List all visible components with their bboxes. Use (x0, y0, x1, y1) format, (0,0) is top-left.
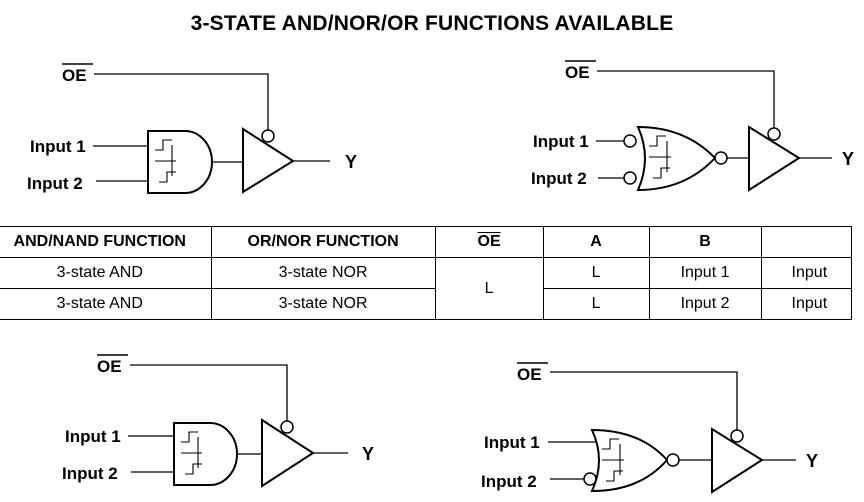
cell-oe: L (434, 257, 544, 320)
diagram-4-oe-bubble (730, 429, 744, 443)
header-extra (760, 226, 853, 258)
table-row: 3-state AND 3-state NOR L Input 2 Input (0, 288, 853, 320)
cell-extra: Input (760, 257, 853, 289)
diagram-3-oe-label: OE (97, 357, 122, 376)
diagram-3-and-gate (173, 422, 238, 486)
diagram-3-input2-label: Input 2 (62, 464, 118, 483)
cell-extra: Input (760, 288, 853, 320)
diagram-4-hysteresis-icon (602, 438, 624, 482)
header-and-nand: AND/NAND FUNCTION (0, 226, 212, 258)
diagram-4-oe-label: OE (517, 365, 542, 384)
header-or-nor: OR/NOR FUNCTION (210, 226, 436, 258)
diagram-3-buffer (261, 418, 315, 488)
diagram-2-nor-gate (636, 125, 717, 192)
diagram-2-input2-bubble (623, 171, 637, 185)
table-row: 3-state AND 3-state NOR L L Input 1 Inpu… (0, 257, 853, 320)
diagram-4-input2-label: Input 2 (481, 472, 537, 491)
diagram-1-oe-wire (94, 73, 269, 130)
diagram-2-nor-bubble (714, 151, 728, 165)
diagram-3-oe-wire (130, 364, 288, 421)
diagram-2-buffer (748, 125, 801, 192)
header-b: B (648, 226, 762, 258)
cell-b: Input 1 (648, 257, 762, 289)
diagram-1-oe-bubble (261, 129, 275, 143)
diagram-2-input1-bubble (623, 134, 637, 148)
diagram-1-and-gate (147, 130, 213, 194)
diagram-2: OE Input 1 Input 2 Y (531, 60, 854, 192)
header-a: A (542, 226, 650, 258)
diagram-2-hysteresis-icon (649, 135, 671, 179)
cell-and-nand: 3-state AND (0, 288, 212, 320)
diagram-3-hysteresis-icon (181, 431, 202, 475)
diagram-1-buffer (242, 127, 295, 194)
diagram-2-output-label: Y (842, 149, 854, 169)
diagram-4-nor-bubble (666, 453, 680, 467)
cell-a: L (542, 288, 650, 320)
diagram-2-oe-label: OE (565, 63, 590, 82)
diagram-3-input1-label: Input 1 (65, 427, 121, 446)
function-table: AND/NAND FUNCTION OR/NOR FUNCTION OE A B… (0, 226, 853, 320)
diagram-3-oe-bubble (280, 420, 294, 434)
diagram-2-input2-label: Input 2 (531, 169, 587, 188)
diagram-2-input1-label: Input 1 (533, 132, 589, 151)
diagram-4-output-label: Y (806, 451, 818, 471)
diagram-2-oe-wire (597, 70, 775, 128)
diagram-4-nor-gate (590, 428, 669, 493)
page-title: 3-STATE AND/NOR/OR FUNCTIONS AVAILABLE (190, 12, 674, 35)
diagram-3: OE Input 1 Input 2 Y (62, 354, 374, 488)
table-header-row: AND/NAND FUNCTION OR/NOR FUNCTION OE A B (0, 226, 853, 258)
cell-and-nand: 3-state AND (0, 257, 212, 289)
diagram-1-output-label: Y (345, 152, 357, 172)
cell-or-nor: 3-state NOR (210, 257, 436, 289)
diagram-4-oe-wire (550, 371, 738, 430)
cell-a: L (542, 257, 650, 289)
diagram-1-hysteresis-icon (155, 139, 176, 183)
cell-or-nor: 3-state NOR (210, 288, 436, 320)
cell-b: Input 2 (648, 288, 762, 320)
diagram-1-oe-label: OE (62, 66, 87, 85)
diagram-4-buffer (711, 427, 764, 494)
diagram-1: OE Input 1 Input 2 Y (27, 63, 357, 194)
diagram-3-output-label: Y (362, 444, 374, 464)
diagram-4: OE Input 1 Input 2 Y (481, 362, 818, 494)
diagram-1-input1-label: Input 1 (30, 137, 86, 156)
header-oe: OE (434, 226, 544, 258)
diagram-4-input1-label: Input 1 (484, 433, 540, 452)
diagram-1-input2-label: Input 2 (27, 174, 83, 193)
diagram-2-oe-bubble (767, 127, 781, 141)
